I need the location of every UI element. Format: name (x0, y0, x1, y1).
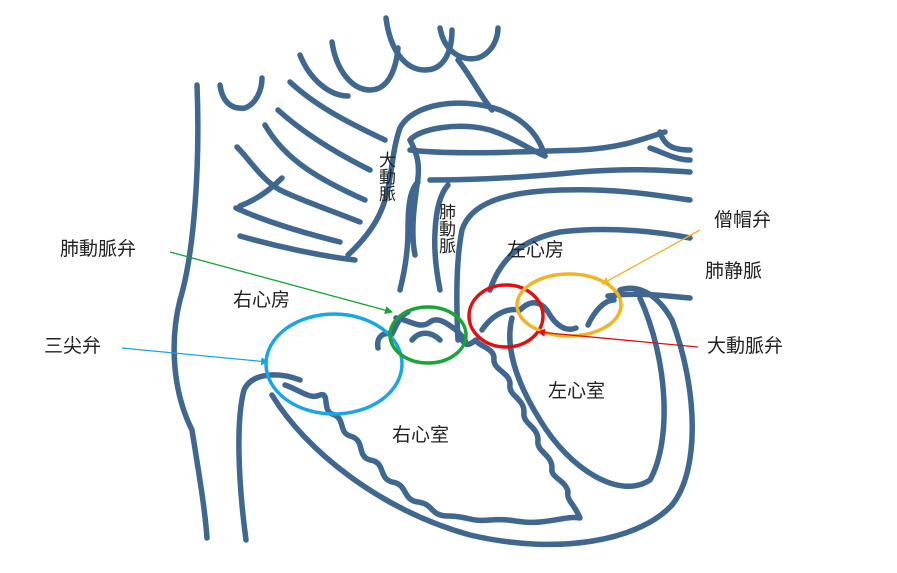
mitral-valve-ring (515, 272, 623, 338)
pulmonary-artery-label: 肺動脈 (435, 203, 455, 254)
pulmonary-valve-ring (388, 305, 468, 365)
right-ventricle-label: 右心室 (392, 424, 450, 446)
mitral-valve-pointer (601, 229, 701, 285)
left-atrium-label: 左心房 (507, 239, 565, 261)
right-atrium-label: 右心房 (233, 289, 291, 311)
left-ventricle-label: 左心室 (548, 380, 606, 402)
tricuspid-valve-label: 三尖弁 (44, 335, 102, 357)
tricuspid-valve-ring (264, 312, 404, 416)
pulmonary-valve-label: 肺動脈弁 (60, 238, 137, 260)
aortic-valve-pointer (537, 328, 699, 348)
pulmonary-valve-pointer (169, 251, 393, 315)
mitral-valve-label: 僧帽弁 (714, 209, 772, 231)
aortic-valve-label: 大動脈弁 (707, 335, 784, 357)
tricuspid-valve-pointer (121, 347, 269, 366)
pulmonary-vein-label: 肺静脈 (705, 260, 763, 282)
heart-outline (171, 15, 695, 548)
aortic-valve-ring (467, 283, 545, 349)
aorta-label: 大動脈 (375, 151, 395, 202)
